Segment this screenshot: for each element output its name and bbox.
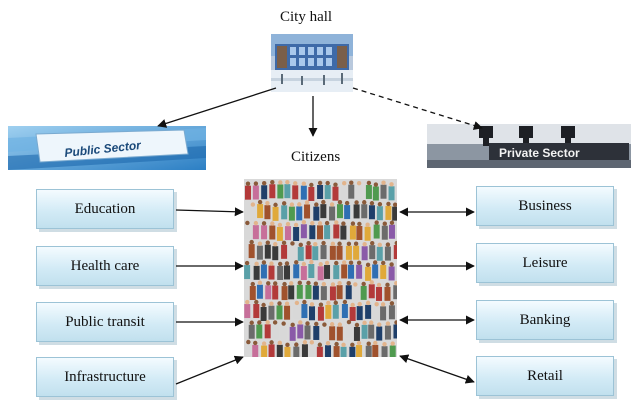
service-box-business: Business: [476, 186, 614, 226]
city-hall-image: [271, 34, 353, 92]
arrow-education: [175, 207, 244, 217]
citizens-label: Citizens: [291, 149, 341, 165]
arrow-cityhall-to-public-sector: [157, 87, 277, 128]
arrow-infrastructure: [175, 355, 244, 385]
service-box-retail: Retail: [476, 356, 614, 396]
service-box-leisure: Leisure: [476, 243, 614, 283]
service-box-education: Education: [36, 189, 174, 229]
dashed-arrow-cityhall-to-private-sector: [352, 87, 483, 130]
city-hall-label: City hall: [280, 9, 333, 25]
service-box-public-transit: Public transit: [36, 302, 174, 342]
arrow-retail: [399, 354, 475, 384]
service-box-health-care: Health care: [36, 246, 174, 286]
service-box-banking: Banking: [476, 300, 614, 340]
private-sector-banner-text: Private Sector: [499, 146, 580, 160]
service-box-infrastructure: Infrastructure: [36, 357, 174, 397]
citizens-crowd-image: [244, 179, 397, 357]
public-sector-image: Public Sector: [8, 126, 206, 170]
private-sector-image: Private Sector: [427, 124, 631, 168]
